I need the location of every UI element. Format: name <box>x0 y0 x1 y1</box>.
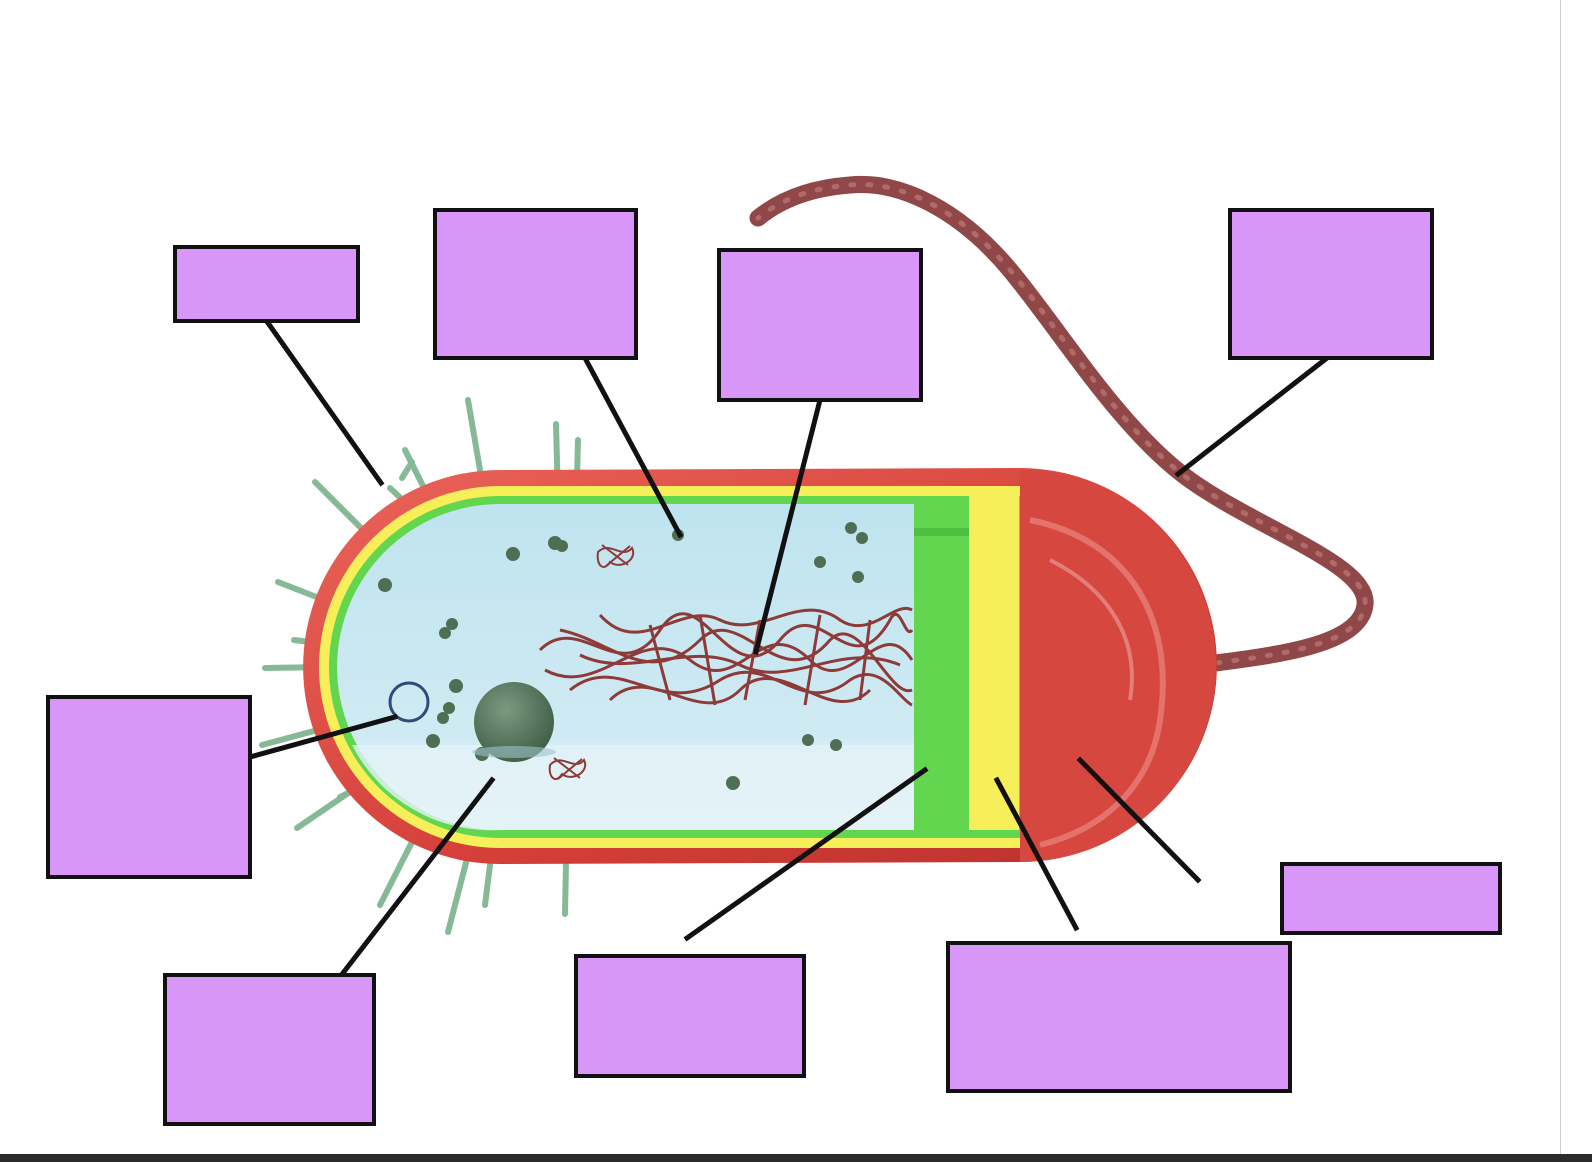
label-box-flagellum[interactable] <box>1228 208 1434 360</box>
ribosome-sphere <box>472 682 556 762</box>
bottom-bar <box>0 1154 1592 1162</box>
leader-line-cytoplasm <box>581 354 684 539</box>
label-box-pili[interactable] <box>173 245 360 323</box>
leader-line-nucleoid <box>752 396 824 656</box>
label-box-nucleoid[interactable] <box>717 248 923 402</box>
label-box-plasma-membrane[interactable] <box>574 954 806 1078</box>
right-rule <box>1560 0 1561 1162</box>
label-box-cytoplasm[interactable] <box>433 208 638 360</box>
nucleoid-dna <box>538 606 914 707</box>
plasmid-small-top <box>596 544 635 568</box>
leader-line-cell-wall <box>993 776 1080 932</box>
plasmid-small-bottom <box>548 757 587 780</box>
leader-line-flagellum <box>1174 354 1331 478</box>
leader-lines <box>246 319 1331 977</box>
label-box-plasmid[interactable] <box>46 695 252 879</box>
leader-line-ribosome <box>339 776 496 977</box>
label-box-capsule-small[interactable] <box>1280 862 1502 935</box>
plasmid-ring <box>388 681 430 723</box>
cell-body <box>303 468 1217 864</box>
leader-line-capsule <box>1076 756 1202 884</box>
leader-line-plasmid <box>246 713 399 761</box>
leader-line-pili <box>264 319 385 487</box>
label-box-cell-wall[interactable] <box>946 941 1292 1093</box>
flagellum <box>749 175 1374 674</box>
label-box-ribosome[interactable] <box>163 973 376 1126</box>
leader-line-plasma-membrane <box>683 766 929 942</box>
